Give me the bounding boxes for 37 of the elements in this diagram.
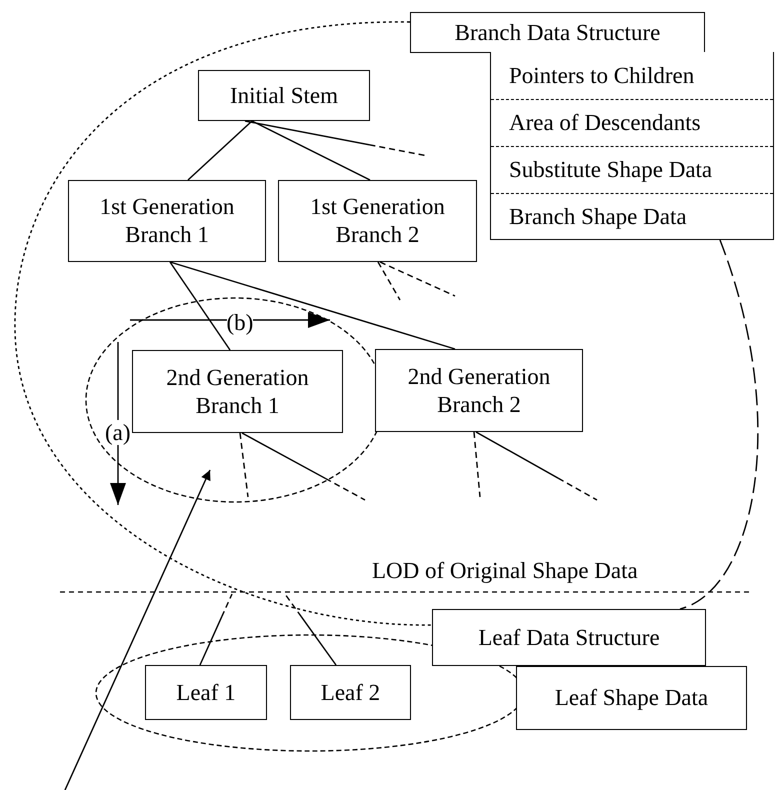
dashed-extension [325,478,366,501]
shape-data-box: Leaf Shape Data [516,666,747,730]
dashed-connector [14,21,432,626]
dashed-connector [473,432,481,498]
branch-line [476,431,559,479]
branch-box: 1st Generation Branch 1 [68,180,266,262]
arrow [64,470,211,790]
leaf-box: Leaf 2 [290,665,411,720]
branch-box: 2nd Generation Branch 2 [375,349,583,432]
branch-line [300,616,337,666]
dashed-extension [221,594,233,617]
branch-line [244,120,370,146]
branch-box: 1st Generation Branch 2 [278,180,477,262]
stem-box: Initial Stem [198,70,370,121]
dashed-connector [239,432,249,498]
region-label: LOD of Original Shape Data [372,558,638,583]
data-fields-panel [490,52,774,240]
branch-line [252,120,370,181]
dashed-connector [680,240,758,610]
leaf-box: Leaf 1 [145,665,267,720]
structure-label-box: Leaf Data Structure [432,609,706,666]
dashed-extension [558,478,598,501]
direction-label: (a) [105,420,131,445]
branch-line [242,432,326,480]
branch-line [188,120,252,181]
field-label: Pointers to Children [508,62,696,90]
field-label: Branch Shape Data [491,193,773,240]
field-label: Area of Descendants [491,99,773,146]
field-label: Substitute Shape Data [491,146,773,193]
dashed-connector [380,261,456,297]
structure-label-box: Branch Data Structure [410,12,705,53]
branch-line [170,261,456,350]
branch-line [169,262,231,350]
branch-box: 2nd Generation Branch 1 [132,350,343,433]
dashed-connector [377,262,401,300]
branch-line [199,616,222,666]
dashed-extension [284,594,302,618]
